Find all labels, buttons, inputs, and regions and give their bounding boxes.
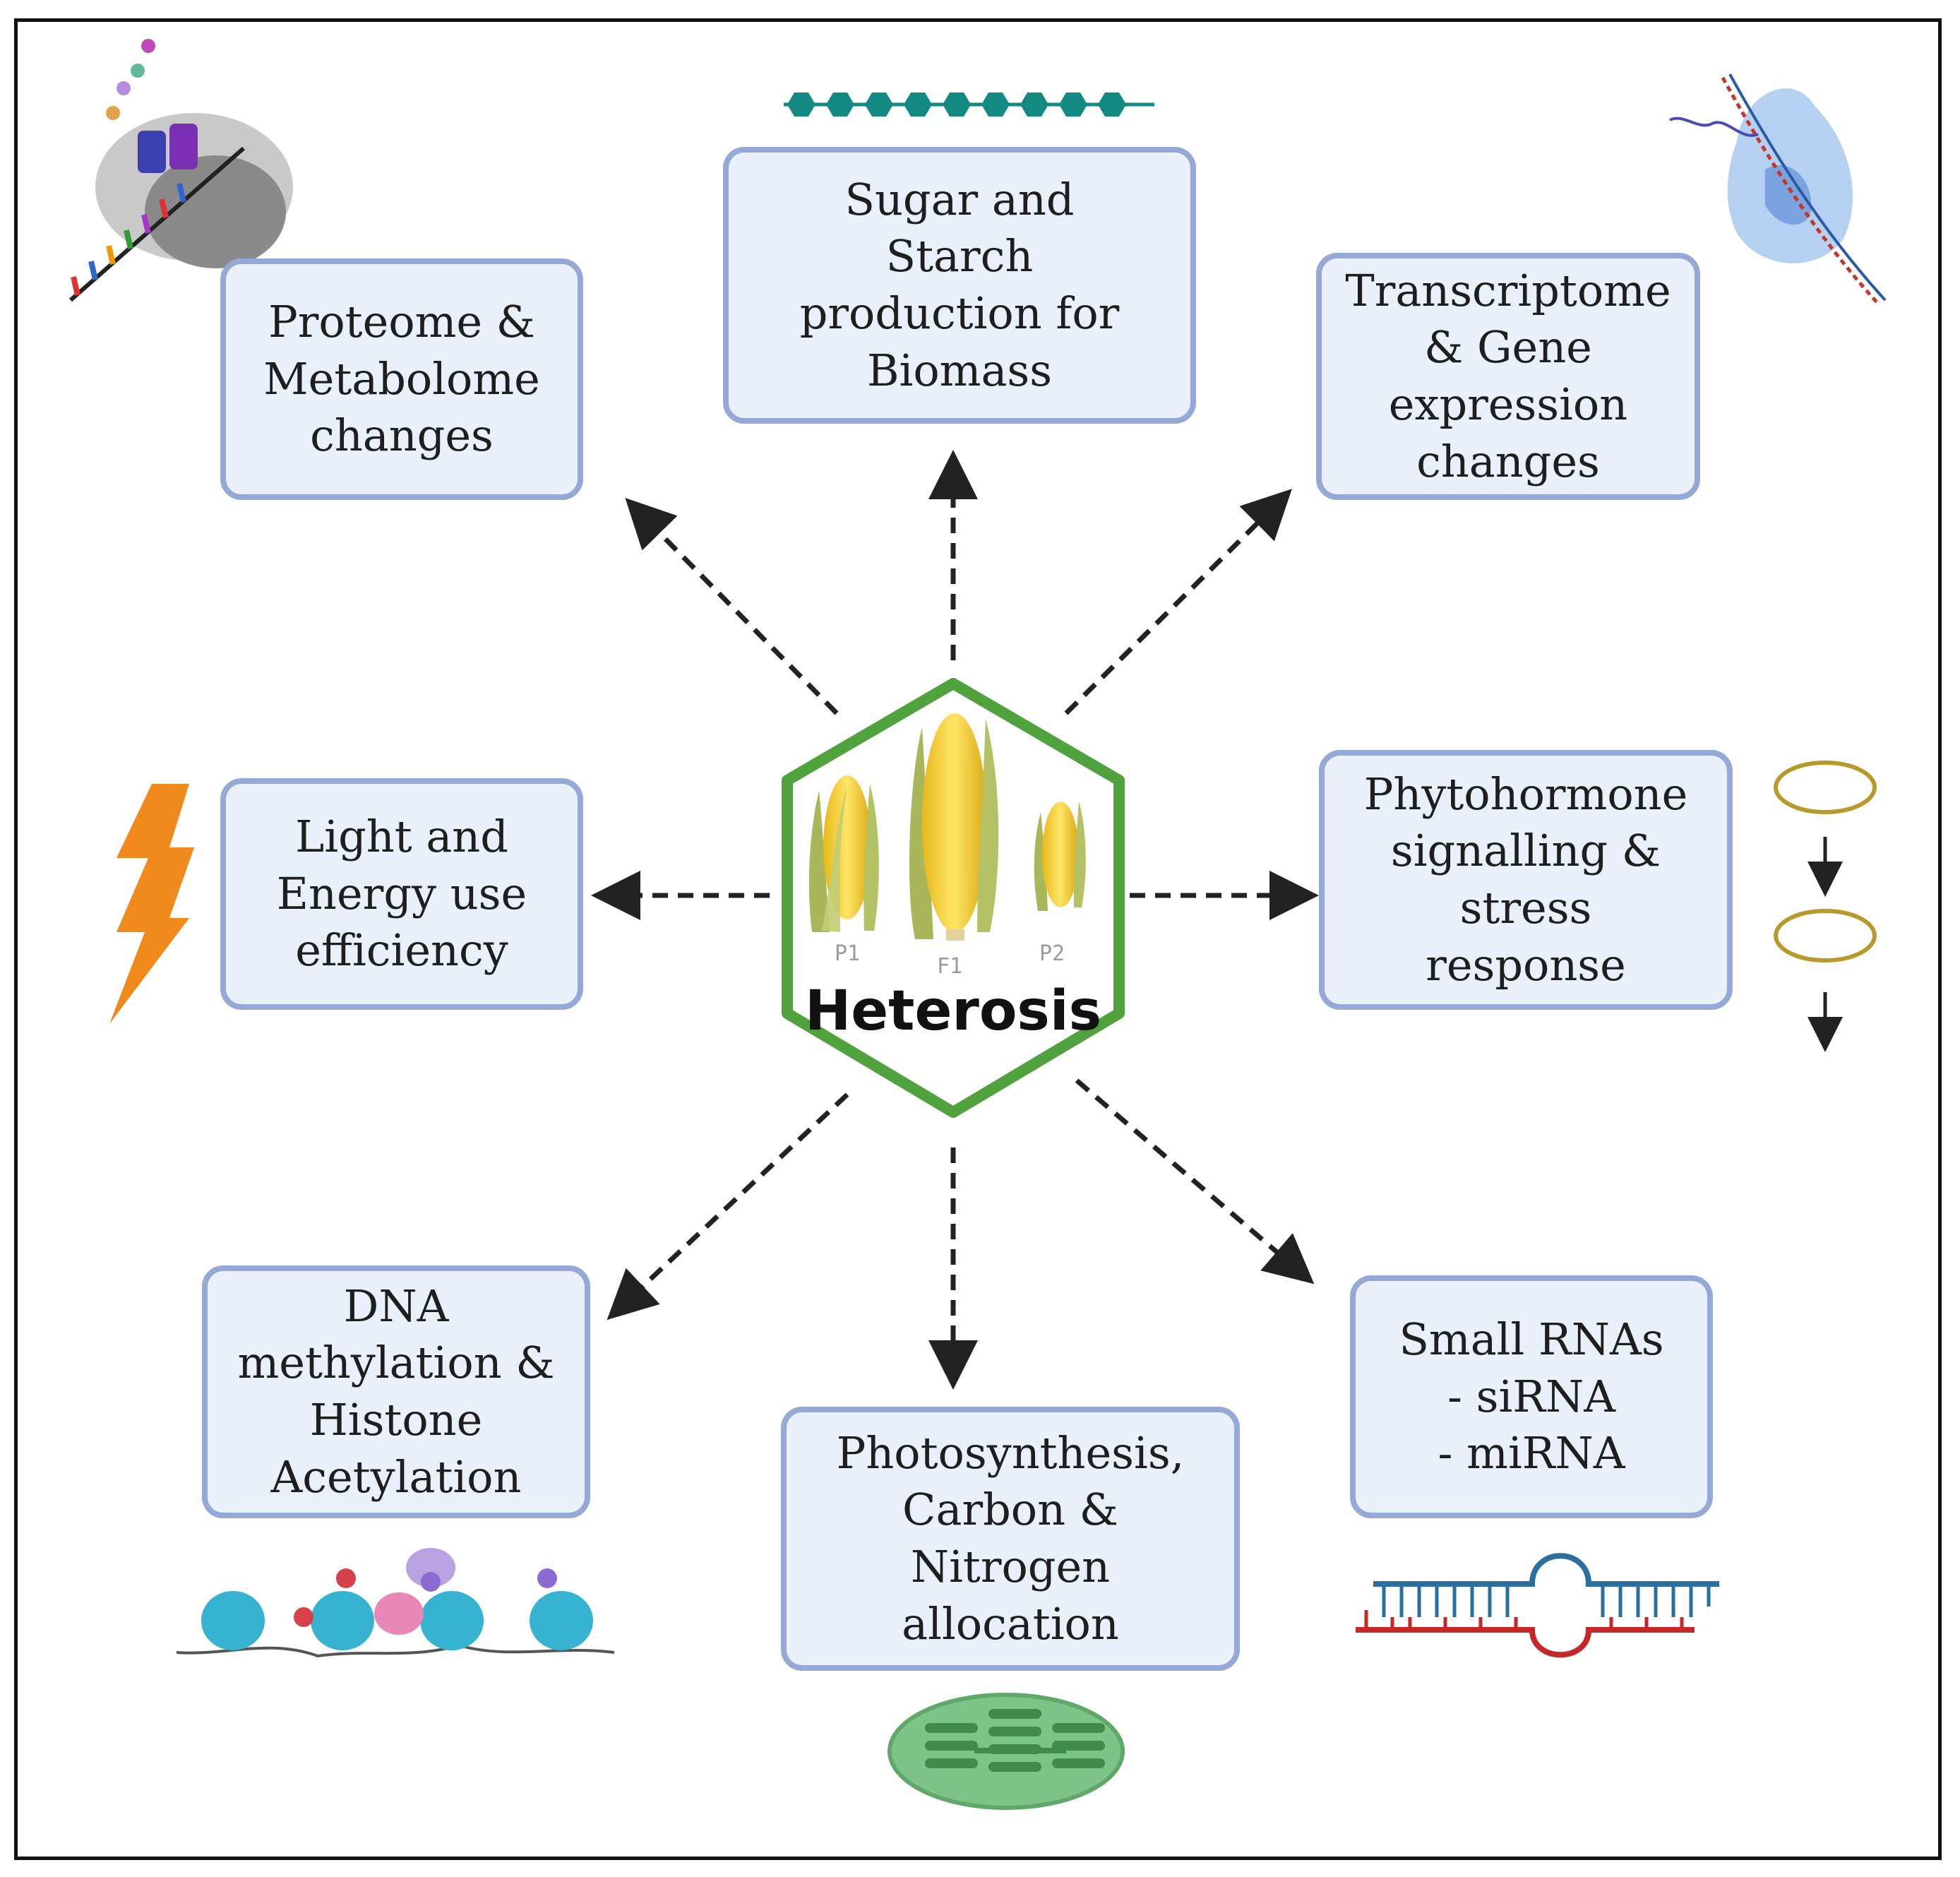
node-small-rna-label: Small RNAs - siRNA - miRNA (1399, 1313, 1664, 1479)
signalling-cascade-icon (1774, 761, 1877, 1052)
rna-hairpin-icon (1356, 1553, 1719, 1658)
node-phytohormone-label: Phytohormone signalling & stress respons… (1363, 768, 1688, 991)
corn-p2-icon (1034, 802, 1086, 911)
arrow-to-dna (606, 1092, 849, 1321)
node-proteome-label: Proteome & Metabolome changes (263, 296, 540, 462)
node-light-label: Light and Energy use efficiency (276, 811, 527, 977)
node-small-rnas: Small RNAs - siRNA - miRNA (1350, 1275, 1713, 1518)
lightning-icon (109, 784, 194, 1024)
node-dna-label: DNA methylation & Histone Acetylation (237, 1280, 555, 1503)
corn-p1-icon (808, 775, 879, 932)
node-photosynthesis-label: Photosynthesis, Carbon & Nitrogen alloca… (836, 1426, 1185, 1650)
node-light-energy: Light and Energy use efficiency (220, 778, 583, 1010)
label-p2: P2 (1039, 941, 1065, 966)
rna-polymerase-icon (1669, 73, 1887, 305)
corn-f1-icon (909, 713, 999, 941)
node-sugar-starch: Sugar and Starch production for Biomass (723, 147, 1196, 424)
figure-frame (14, 18, 1942, 1860)
node-sugar-label: Sugar and Starch production for Biomass (799, 173, 1120, 396)
label-p1: P1 (835, 941, 860, 966)
ribosome-icon (69, 39, 293, 302)
node-photosynthesis: Photosynthesis, Carbon & Nitrogen alloca… (781, 1407, 1240, 1671)
heterosis-title: Heterosis (805, 979, 1101, 1043)
sugar-chain-icon (784, 93, 1154, 117)
node-phytohormone: Phytohormone signalling & stress respons… (1319, 750, 1733, 1010)
arrow-to-small-rna (1075, 1078, 1315, 1285)
node-transcriptome: Transcriptome & Gene expression changes (1316, 253, 1700, 500)
node-transcriptome-label: Transcriptome & Gene expression changes (1345, 264, 1671, 487)
node-dna-methylation: DNA methylation & Histone Acetylation (202, 1265, 590, 1518)
node-proteome-metabolome: Proteome & Metabolome changes (220, 258, 583, 500)
nucleosome-icon (176, 1548, 615, 1658)
chloroplast-icon (888, 1693, 1125, 1810)
label-f1: F1 (937, 954, 962, 979)
arrow-to-proteome (625, 498, 839, 715)
arrow-to-transcriptome (1064, 489, 1292, 715)
